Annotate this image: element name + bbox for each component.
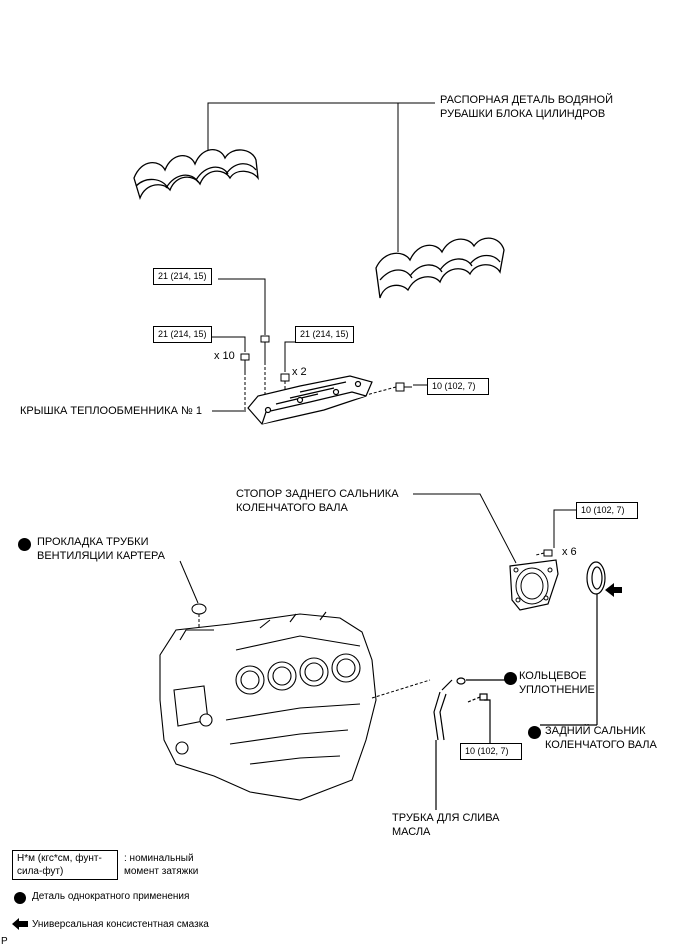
torque-box-3: 21 (214, 15) bbox=[295, 326, 354, 343]
torque-box-6: 10 (102, 7) bbox=[460, 743, 522, 760]
rear-seal-label-line1: ЗАДНИЙ САЛЬНИК bbox=[545, 725, 646, 737]
legend-torque-desc-line2: момент затяжки bbox=[124, 866, 199, 877]
legend-grease-arrow-icon bbox=[12, 918, 28, 930]
cylinder-block bbox=[159, 611, 377, 801]
legend-torque-box: Н*м (кгс*см, фунт- сила-фут) bbox=[12, 850, 118, 880]
qty-x6: x 6 bbox=[562, 546, 577, 558]
qty-x10: x 10 bbox=[214, 350, 235, 362]
spacer-label-line2: РУБАШКИ БЛОКА ЦИЛИНДРОВ bbox=[440, 108, 606, 120]
qty-x2: x 2 bbox=[292, 366, 307, 378]
torque-box-2: 21 (214, 15) bbox=[153, 326, 212, 343]
non-reusable-dot-oring bbox=[504, 672, 517, 685]
gasket-label-line2: ВЕНТИЛЯЦИИ КАРТЕРА bbox=[37, 550, 165, 562]
heat-exchanger-cover bbox=[247, 375, 373, 425]
drain-pipe-label-line2: МАСЛА bbox=[392, 826, 431, 838]
legend-torque-desc-line1: : номинальный bbox=[124, 853, 194, 864]
torque-box-4: 10 (102, 7) bbox=[427, 378, 489, 395]
legend-non-reusable-text: Деталь однократного применения bbox=[32, 891, 190, 902]
cover-label: КРЫШКА ТЕПЛООБМЕННИКА № 1 bbox=[20, 405, 202, 417]
corner-mark: P bbox=[1, 936, 8, 947]
oring-label-line2: УПЛОТНЕНИЕ bbox=[519, 684, 595, 696]
grease-arrow-icon bbox=[605, 583, 622, 597]
non-reusable-dot-rear-seal bbox=[528, 726, 541, 739]
gasket-label-line1: ПРОКЛАДКА ТРУБКИ bbox=[37, 536, 149, 548]
water-jacket-spacer-lower bbox=[375, 237, 505, 299]
spacer-leader-lines bbox=[207, 102, 435, 252]
bolts-upper bbox=[240, 335, 412, 392]
non-reusable-dot-gasket bbox=[18, 538, 31, 551]
torque-box-5: 10 (102, 7) bbox=[576, 502, 638, 519]
torque-box-1: 21 (214, 15) bbox=[153, 268, 212, 285]
rear-crankshaft-oil-seal bbox=[540, 561, 606, 726]
oil-drain-pipe bbox=[433, 677, 505, 810]
legend-grease-text: Универсальная консистентная смазка bbox=[32, 919, 209, 930]
water-jacket-spacer-upper bbox=[133, 149, 259, 201]
retainer-label-line1: СТОПОР ЗАДНЕГО САЛЬНИКА bbox=[236, 488, 399, 500]
rear-seal-label-line2: КОЛЕНЧАТОГО ВАЛА bbox=[545, 739, 657, 751]
retainer-label-line2: КОЛЕНЧАТОГО ВАЛА bbox=[236, 502, 348, 514]
legend-non-reusable-dot bbox=[14, 892, 26, 904]
drain-pipe-label-line1: ТРУБКА ДЛЯ СЛИВА bbox=[392, 812, 500, 824]
block-to-retainer-dash bbox=[371, 679, 431, 699]
oring-label-line1: КОЛЬЦЕВОЕ bbox=[519, 670, 587, 682]
rear-seal-retainer bbox=[413, 493, 576, 611]
legend-torque-line1: Н*м (кгс*см, фунт- bbox=[17, 853, 102, 864]
legend-torque-line2: сила-фут) bbox=[17, 866, 64, 877]
torque-leaders-upper bbox=[205, 278, 427, 386]
spacer-label-line1: РАСПОРНАЯ ДЕТАЛЬ ВОДЯНОЙ bbox=[440, 94, 614, 106]
